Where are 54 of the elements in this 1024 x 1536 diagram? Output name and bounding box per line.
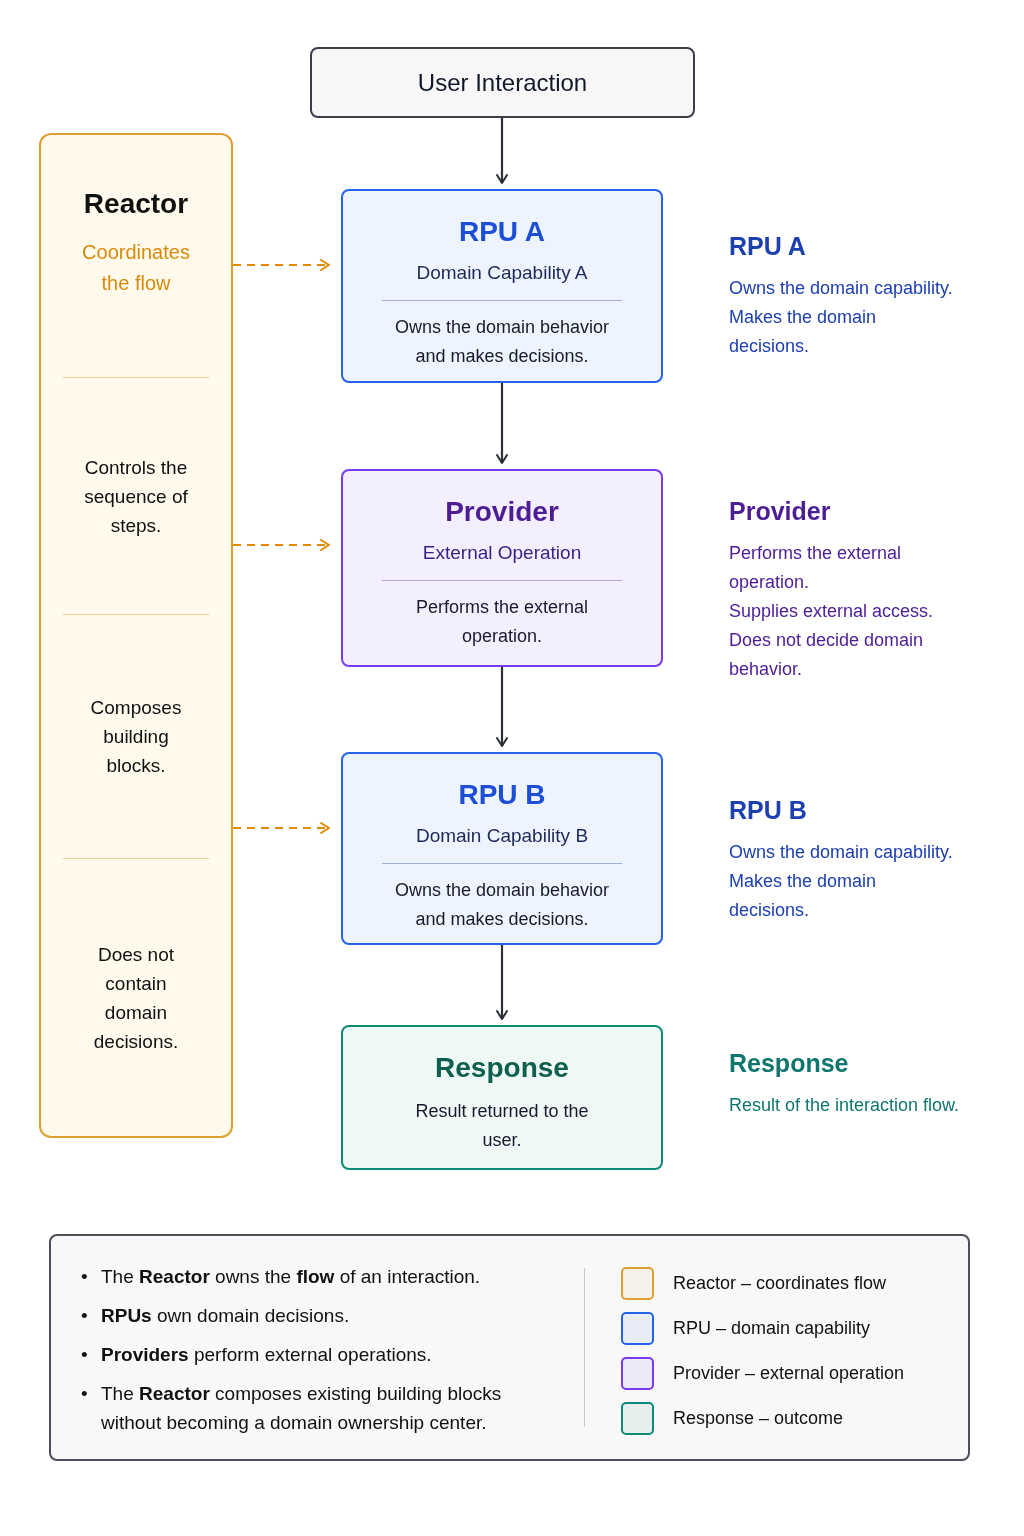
bullet-marker: • (81, 1304, 89, 1328)
box-subtitle: External Operation (422, 541, 582, 565)
dashed-arrow (233, 259, 330, 271)
dashed-arrow (233, 822, 330, 834)
side-note: Supplies external access. (729, 599, 935, 623)
panel-subtitle: Coordinates the flow (81, 240, 191, 296)
box-description: Result returned to the user. (414, 1100, 590, 1152)
side-note: Does not decide domain behavior. (729, 628, 925, 681)
arrow (496, 945, 508, 1020)
side-heading: RPU A (729, 231, 807, 262)
arrow (496, 118, 508, 184)
bullet-text: The Reactor composes existing building blocks without becoming a domain ownership center. (101, 1382, 503, 1435)
process-box (341, 1025, 663, 1170)
box-title: Provider (445, 495, 559, 529)
box-title: RPU A (458, 215, 546, 249)
legend-text: Provider – external operation (673, 1362, 905, 1385)
box-description: Owns the domain behavior and makes decisions. (393, 315, 611, 368)
panel-text: Composes building blocks. (89, 696, 183, 778)
side-note: Owns the domain capability. (729, 840, 954, 864)
bullet-marker: • (81, 1343, 89, 1367)
panel-text: Controls the sequence of steps. (83, 455, 189, 538)
process-box (341, 752, 663, 945)
side-heading: Provider (729, 496, 832, 527)
box-subtitle: Domain Capability B (415, 824, 589, 848)
panel-heading: Reactor (83, 187, 189, 221)
side-note: Result of the interaction flow. (729, 1093, 961, 1117)
panel-text: Does not contain domain decisions. (92, 942, 180, 1054)
legend-text: Reactor – coordinates flow (673, 1272, 887, 1295)
legend-text: Response – outcome (673, 1407, 844, 1430)
process-box (341, 189, 663, 383)
reactor-panel (39, 133, 233, 1138)
start-box (310, 47, 695, 118)
dashed-arrow (233, 539, 330, 551)
bullet-text: The Reactor owns the flow of an interaction. (101, 1265, 482, 1289)
arrow (496, 667, 508, 747)
box-title: User Interaction (417, 67, 588, 98)
bullet-text: Providers perform external operations. (101, 1343, 433, 1367)
box-title: Response (435, 1051, 569, 1085)
bullet-text: RPUs own domain decisions. (101, 1304, 351, 1328)
bullet-marker: • (81, 1265, 89, 1289)
arrow (496, 383, 508, 464)
side-heading: Response (729, 1048, 850, 1079)
side-note: Owns the domain capability. (729, 276, 954, 300)
box-title: RPU B (458, 778, 546, 812)
box-description: Performs the external operation. (414, 595, 590, 648)
process-box (341, 469, 663, 667)
bullet-marker: • (81, 1382, 89, 1406)
side-heading: RPU B (729, 795, 808, 826)
side-note: Makes the domain decisions. (729, 305, 878, 358)
side-note: Performs the external operation. (729, 541, 903, 594)
side-note: Makes the domain decisions. (729, 869, 878, 922)
box-description: Owns the domain behavior and makes decisions. (393, 878, 611, 931)
box-subtitle: Domain Capability A (416, 261, 588, 285)
legend-text: RPU – domain capability (673, 1317, 871, 1340)
